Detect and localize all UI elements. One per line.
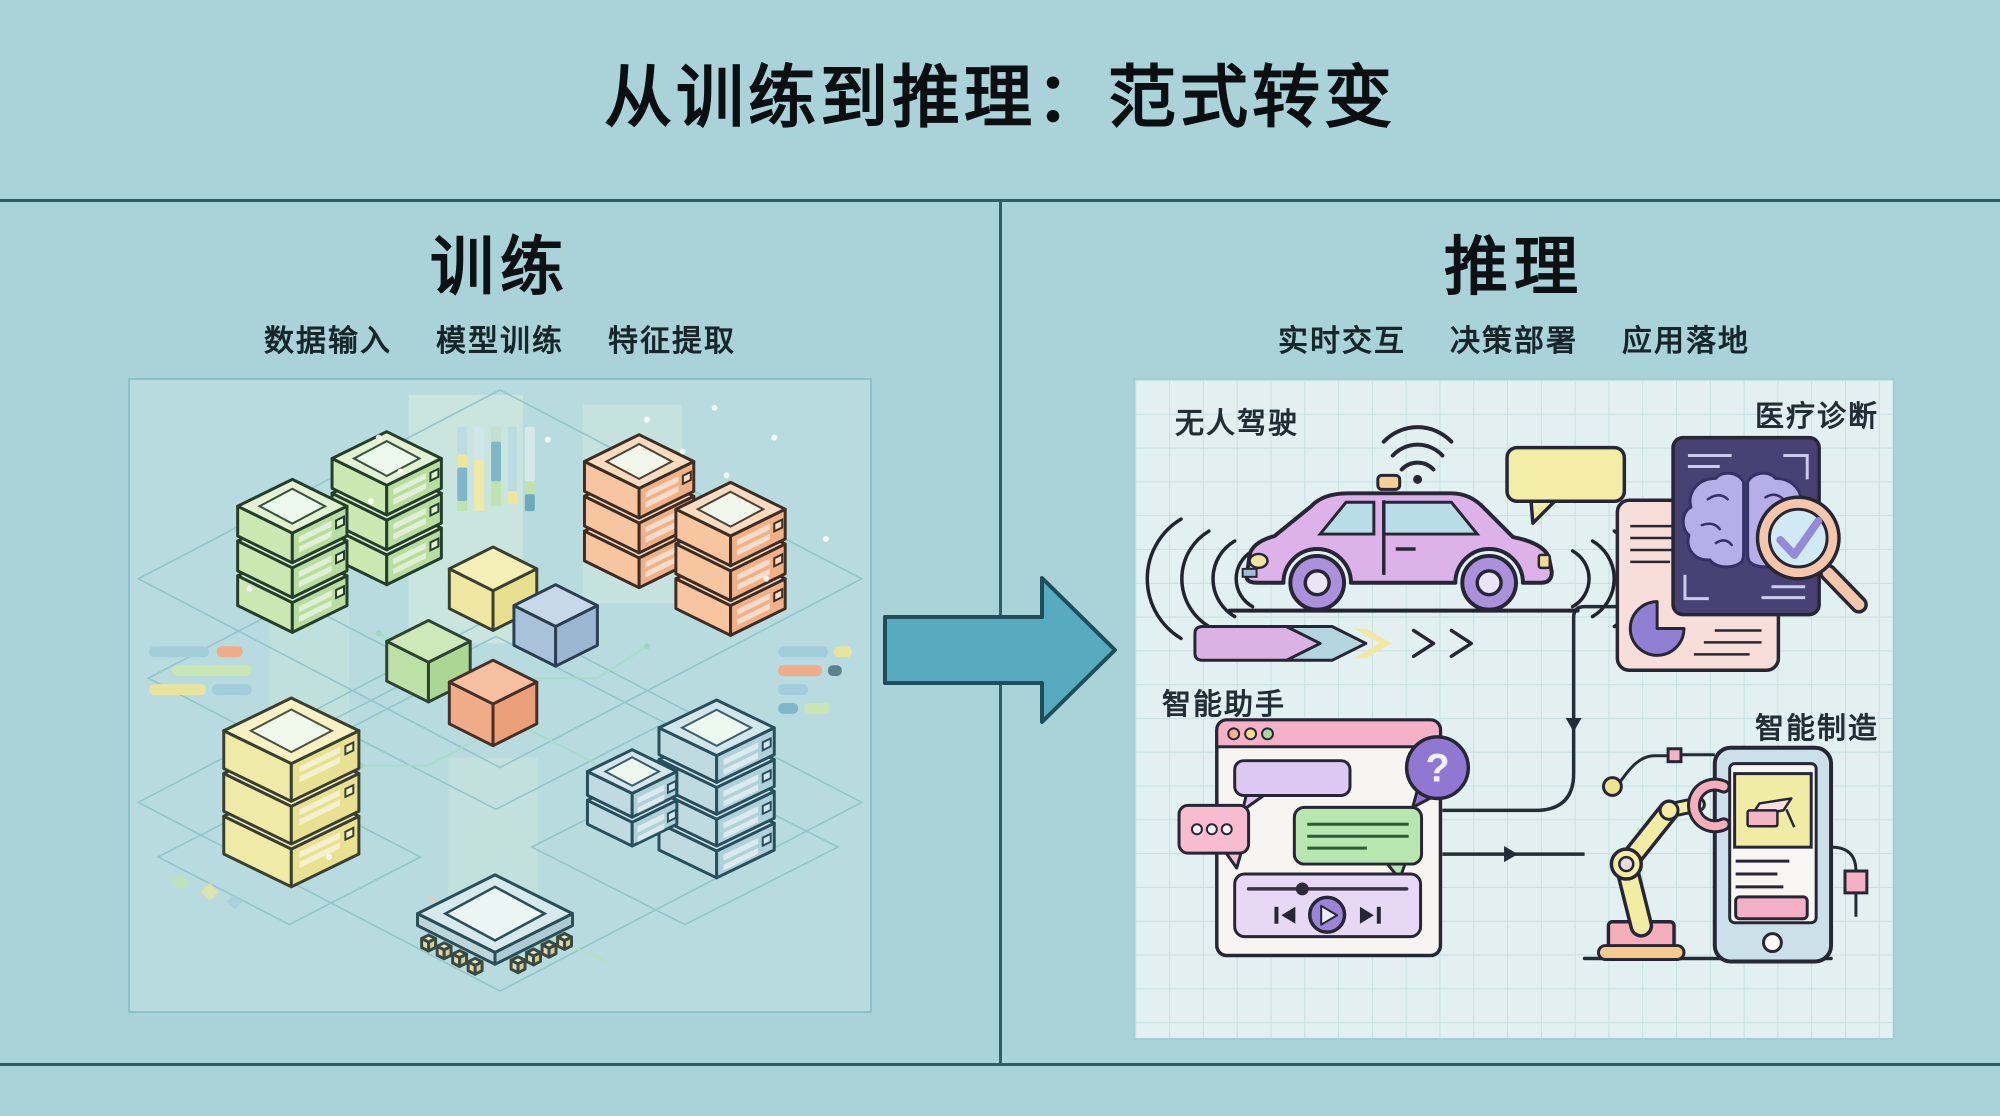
arm-foot	[1596, 944, 1686, 961]
robot-arm-icon	[1582, 745, 1869, 964]
magnifier-check-icon	[1755, 495, 1868, 614]
quadrant-label-smart-manufacturing: 智能制造	[1754, 713, 1879, 745]
quadrant-label-autonomous-driving: 无人驾驶	[1175, 408, 1300, 440]
page-title: 从训练到推理：范式转变	[603, 60, 1396, 136]
question-bubble-icon: ?	[1404, 735, 1471, 809]
tag-data-input: 数据输入	[264, 325, 392, 358]
cable-node	[1666, 747, 1683, 764]
speech-bubble-icon	[1505, 445, 1627, 525]
prev-icon	[1274, 906, 1279, 924]
next-icon	[1376, 906, 1381, 924]
down-arrowhead-icon	[1565, 717, 1582, 732]
media-player-bar	[1233, 872, 1423, 939]
tag-application-landing: 应用落地	[1622, 325, 1750, 358]
flow-connectors	[1442, 604, 1618, 863]
headlight	[1248, 552, 1269, 570]
side-cable	[1831, 845, 1858, 917]
quadrant-label-medical-diagnosis: 医疗诊断	[1754, 401, 1879, 433]
bumper	[1241, 567, 1258, 578]
wifi-icon	[1381, 425, 1454, 484]
car-body	[1244, 491, 1554, 585]
action-button	[1734, 895, 1809, 921]
phone-icon	[1712, 745, 1834, 964]
tag-realtime-interaction: 实时交互	[1278, 325, 1406, 358]
inference-illustration: ?	[1133, 378, 1895, 1040]
tag-decision-deployment: 决策部署	[1450, 325, 1578, 358]
cable-node	[1843, 869, 1869, 895]
signal-waves-left-icon	[1145, 517, 1255, 641]
training-illustration	[128, 378, 872, 1013]
training-heading: 训练	[430, 231, 570, 303]
window-dot	[1244, 727, 1258, 741]
windshield	[1317, 500, 1376, 536]
right-arrowhead-icon	[1504, 846, 1518, 863]
question-mark-glyph: ?	[1425, 747, 1449, 791]
typing-bubble	[1177, 803, 1251, 870]
elbow-joint	[1658, 799, 1680, 821]
training-section: 训练 数据输入 模型训练 特征提取	[128, 210, 872, 1050]
pie-chart-icon	[1628, 600, 1686, 657]
window-dot	[1227, 727, 1241, 741]
factory-icon	[1746, 809, 1779, 828]
beacon-icon	[1376, 473, 1402, 491]
right-arrow-icon	[883, 576, 1117, 724]
next-icon	[1359, 906, 1374, 924]
checkmark-icon	[1776, 517, 1823, 559]
tail-light	[1537, 553, 1552, 570]
autonomous-car-icon	[1145, 425, 1644, 662]
footer-divider	[0, 1063, 2000, 1066]
chat-assistant-icon: ?	[1177, 718, 1471, 958]
seek-handle	[1295, 882, 1309, 896]
tag-feature-extraction: 特征提取	[608, 325, 736, 358]
training-tags: 数据输入 模型训练 特征提取	[128, 316, 872, 360]
user-bubble	[1233, 759, 1352, 812]
brain-scan-icon	[1615, 435, 1868, 672]
home-button	[1761, 932, 1783, 954]
quadrant-label-smart-assistant: 智能助手	[1162, 689, 1287, 721]
window-dot	[1261, 727, 1274, 741]
inference-tags: 实时交互 决策部署 应用落地	[1133, 316, 1895, 360]
antenna-cable	[1619, 753, 1715, 783]
wheels	[1288, 553, 1518, 612]
prev-icon	[1281, 906, 1296, 924]
inference-section: 推理 实时交互 决策部署 应用落地	[1133, 210, 1895, 1064]
inference-heading: 推理	[1444, 231, 1584, 303]
play-icon	[1320, 904, 1339, 926]
antenna-node	[1601, 776, 1623, 797]
robot-arm-body	[1596, 777, 1731, 961]
gripper	[1690, 780, 1728, 831]
tag-model-training: 模型训练	[436, 325, 564, 358]
progress-arrows-icon	[1193, 625, 1473, 662]
